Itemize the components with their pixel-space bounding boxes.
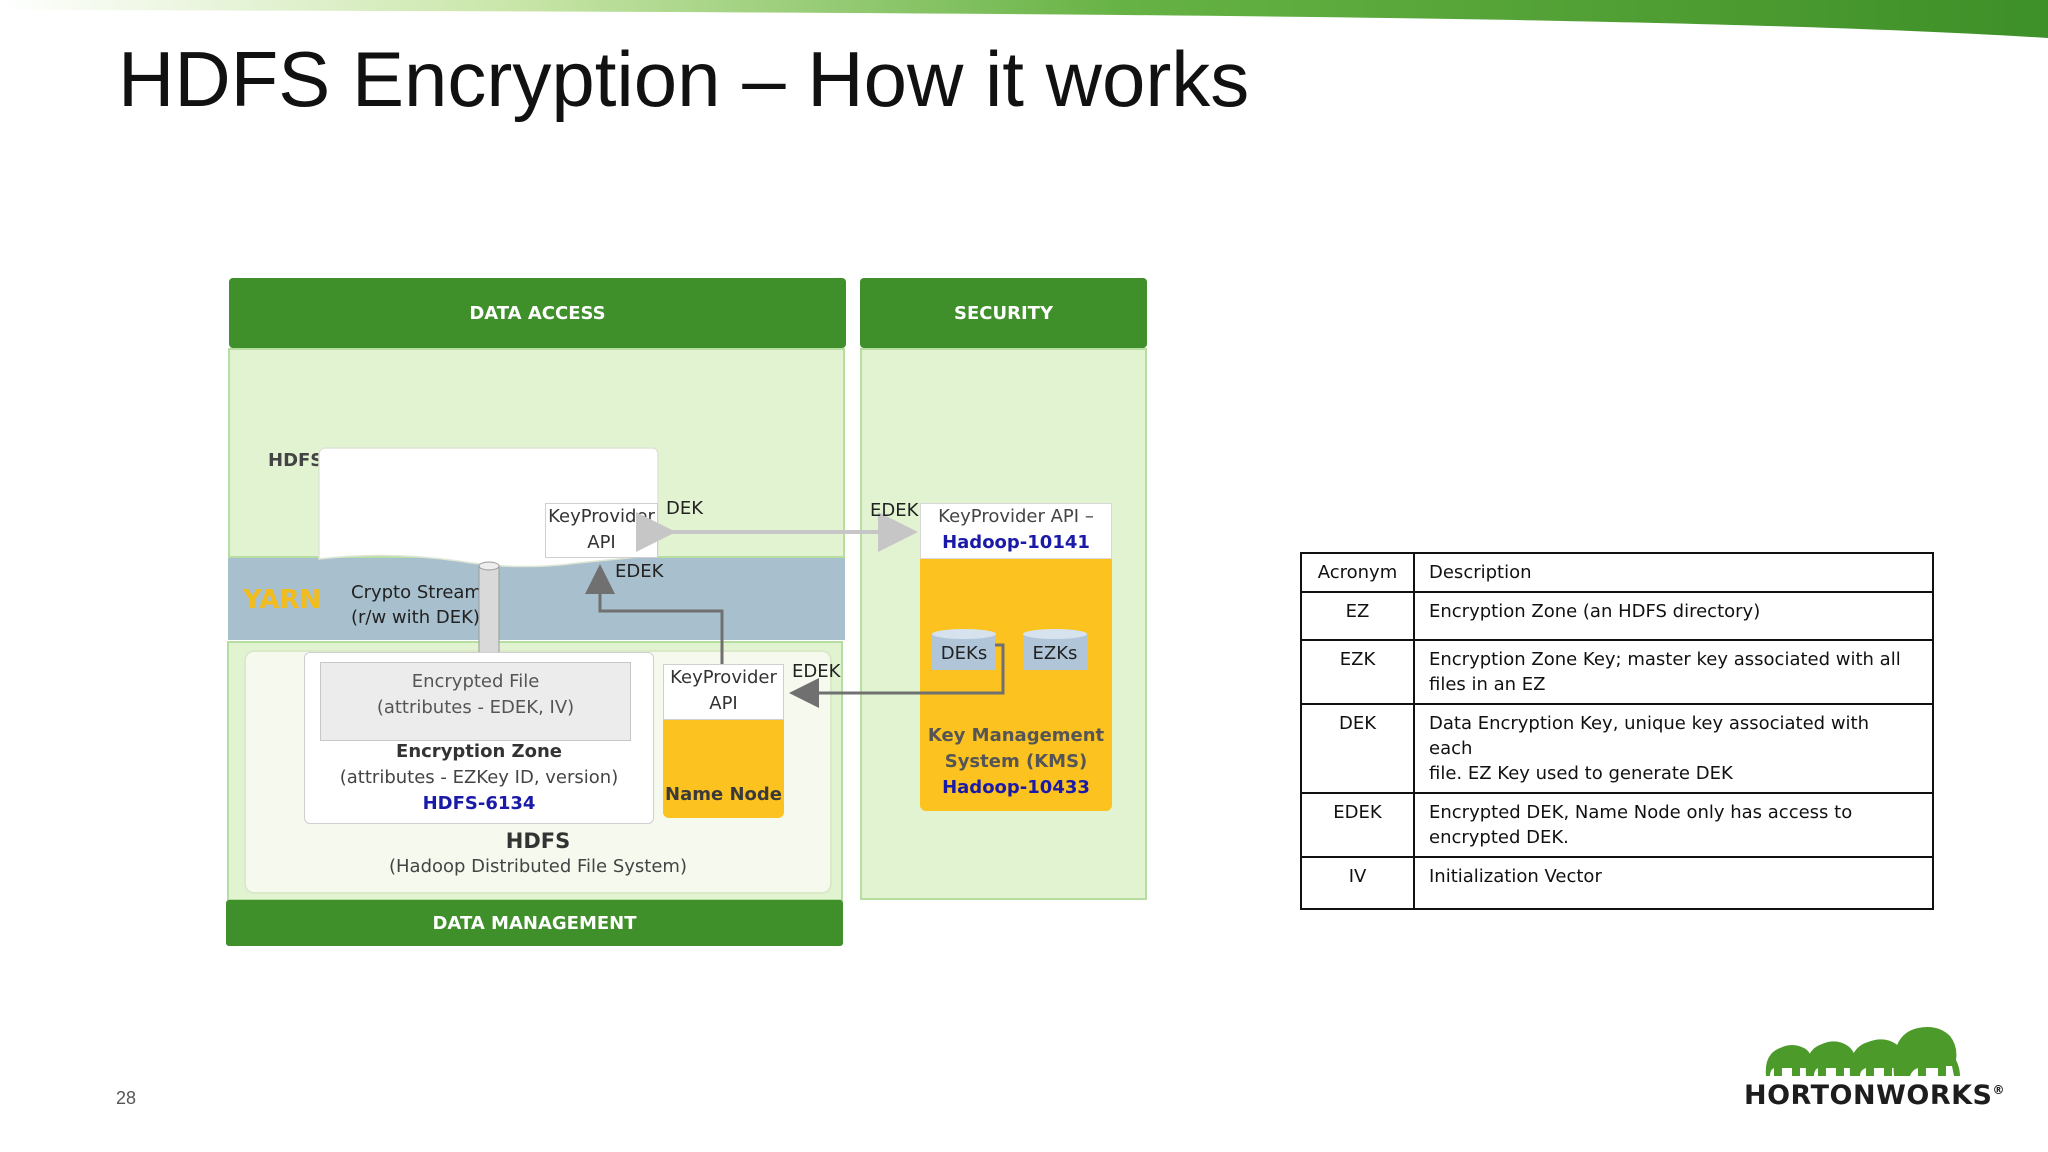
deks-cylinder [932, 629, 996, 670]
hdfs-line1: HDFS [505, 829, 571, 853]
kms-line2: System (KMS) [944, 751, 1088, 772]
ez-line3: HDFS-6134 [422, 793, 536, 814]
kms-api-line2: Hadoop-10141 [942, 532, 1090, 553]
edek-namenode-label: EDEK [792, 661, 841, 682]
kms-label: Key Management System (KMS) Hadoop-10433 [920, 723, 1112, 801]
description-line1: Data Encryption Key, unique key associat… [1429, 713, 1870, 759]
header-description: Description [1413, 552, 1934, 593]
namenode-keyprovider-api: KeyProvider API [663, 664, 784, 720]
table-row: EZK Encryption Zone Key; master key asso… [1300, 639, 1934, 705]
hortonworks-logo: HORTONWORKS® [1740, 1024, 2005, 1114]
slide-title: HDFS Encryption – How it works [118, 35, 1250, 123]
dek-label: DEK [666, 498, 704, 519]
description-cell: Data Encryption Key, unique key associat… [1413, 703, 1934, 794]
yarn-band [228, 558, 845, 640]
namenode-api-line2: API [709, 693, 738, 714]
edek-kms-to-namenode-arrow [789, 643, 1005, 708]
namenode-api-line1: KeyProvider [670, 667, 777, 688]
kms-keyprovider-api: KeyProvider API – Hadoop-10141 [920, 503, 1112, 559]
acronym-table: Acronym Description EZ Encryption Zone (… [1300, 552, 1934, 910]
edek-security-label: EDEK [870, 500, 919, 521]
ez-line2: (attributes - EZKey ID, version) [339, 767, 619, 788]
ezks-cylinder [1023, 629, 1087, 670]
crypto-stream-line1: Crypto Stream [351, 582, 482, 603]
acronym-cell: EZ [1300, 591, 1415, 641]
logo-text: HORTONWORKS [1744, 1080, 1993, 1111]
kms-line3: Hadoop-10433 [942, 777, 1090, 798]
encrypted-file-line1: Encrypted File [411, 671, 540, 692]
description-line1: Encryption Zone Key; master key associat… [1429, 649, 1901, 670]
crypto-stream-line2: (r/w with DEK) [351, 607, 480, 628]
table-row: EZ Encryption Zone (an HDFS directory) [1300, 591, 1934, 641]
edek-client-label: EDEK [615, 561, 664, 582]
deks-label: DEKs [940, 643, 988, 664]
logo-trademark: ® [1992, 1083, 2005, 1097]
data-access-header: DATA ACCESS [229, 278, 846, 348]
description-line2: files in an EZ [1429, 674, 1546, 695]
description-line1: Initialization Vector [1429, 866, 1602, 887]
description-line1: Encrypted DEK, Name Node only has access… [1429, 802, 1853, 823]
description-line1: Encryption Zone (an HDFS directory) [1429, 601, 1761, 622]
description-cell: Encryption Zone Key; master key associat… [1413, 639, 1934, 705]
hdfs-line2: (Hadoop Distributed File System) [389, 856, 687, 877]
name-node-label: Name Node [665, 784, 782, 805]
logo-wordmark: HORTONWORKS® [1744, 1080, 2005, 1111]
description-line2: encrypted DEK. [1429, 827, 1569, 848]
edek-namenode-to-client-arrow [585, 564, 724, 664]
elephants-logo-icon [1765, 1027, 1960, 1076]
description-line2: file. EZ Key used to generate DEK [1429, 763, 1733, 784]
ez-line1: Encryption Zone [396, 741, 562, 762]
table-row: EDEK Encrypted DEK, Name Node only has a… [1300, 792, 1934, 858]
table-row: IV Initialization Vector [1300, 856, 1934, 910]
encrypted-file-box: Encrypted File (attributes - EDEK, IV) [320, 662, 631, 741]
yarn-label: YARN [243, 585, 322, 615]
description-cell: Encryption Zone (an HDFS directory) [1413, 591, 1934, 641]
client-keyprovider-line1: KeyProvider [548, 506, 655, 527]
header-acronym: Acronym [1300, 552, 1415, 593]
encryption-zone-label: Encryption Zone (attributes - EZKey ID, … [304, 739, 654, 817]
crypto-stream-label: Crypto Stream (r/w with DEK) [351, 580, 482, 630]
top-accent-bar [0, 0, 2048, 38]
client-keyprovider-line2: API [587, 532, 616, 553]
acronym-cell: EDEK [1300, 792, 1415, 858]
kms-line1: Key Management [927, 725, 1105, 746]
ezks-label: EZKs [1032, 643, 1078, 664]
security-header: SECURITY [860, 278, 1147, 348]
page-number: 28 [116, 1088, 137, 1108]
kms-api-line1: KeyProvider API – [938, 506, 1094, 527]
acronym-cell: IV [1300, 856, 1415, 910]
table-header-row: Acronym Description [1300, 552, 1934, 593]
encrypted-file-line2: (attributes - EDEK, IV) [376, 697, 575, 718]
description-cell: Encrypted DEK, Name Node only has access… [1413, 792, 1934, 858]
acronym-cell: EZK [1300, 639, 1415, 705]
description-cell: Initialization Vector [1413, 856, 1934, 910]
acronym-cell: DEK [1300, 703, 1415, 794]
data-management-header: DATA MANAGEMENT [226, 900, 843, 946]
hdfs-label: HDFS (Hadoop Distributed File System) [330, 828, 746, 880]
table-row: DEK Data Encryption Key, unique key asso… [1300, 703, 1934, 794]
